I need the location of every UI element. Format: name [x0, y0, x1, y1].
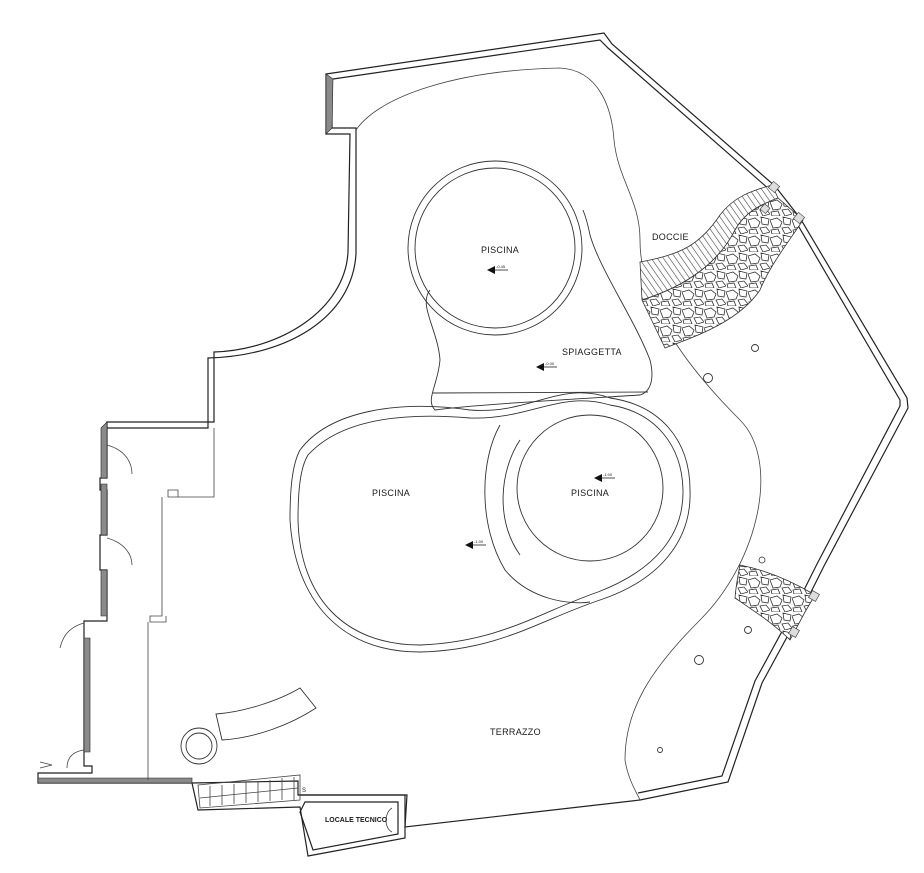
outer-wall [37, 32, 909, 828]
inner-walls [39, 428, 215, 780]
level-marker-icon: -0.45 [487, 264, 508, 274]
pool-right-label: PISCINA [571, 488, 609, 498]
tree-icon [703, 373, 713, 383]
showers-zone: DOCCIE [639, 180, 806, 349]
stairs: S [197, 774, 306, 809]
level-marker-icon: -0.00 [536, 361, 557, 371]
curved-planter [180, 687, 317, 765]
tree-markers [657, 344, 759, 753]
level-markers: -0.45 -0.00 -1.00 -1.00 [465, 264, 615, 549]
pool-right [516, 414, 664, 562]
stair-mark: S [302, 788, 306, 794]
technical-room: LOCALE TECNICO [191, 782, 406, 857]
pool-left-label: PISCINA [372, 488, 410, 498]
technical-room-label: LOCALE TECNICO [325, 817, 388, 824]
tree-icon [694, 655, 704, 665]
tree-icon [751, 344, 759, 352]
pool-area [289, 160, 691, 653]
terrace-contour [355, 67, 762, 801]
pool-left-level: -1.00 [474, 539, 484, 544]
pool-top-level: -0.45 [496, 264, 506, 269]
tree-icon [657, 747, 663, 753]
pool-right-level: -1.00 [603, 472, 613, 477]
tree-icon [744, 626, 752, 634]
terrace-label: TERRAZZO [490, 727, 541, 737]
level-marker-icon: -1.00 [465, 539, 486, 549]
lower-stone-zone [734, 556, 820, 641]
level-marker-icon: -1.00 [594, 472, 615, 482]
round-planter [180, 727, 218, 765]
pool-top-label: PISCINA [481, 245, 519, 255]
beach-level: -0.00 [545, 361, 555, 366]
pool-top [407, 160, 583, 336]
beach-label: SPIAGGETTA [562, 347, 622, 357]
showers-label: DOCCIE [652, 232, 689, 242]
